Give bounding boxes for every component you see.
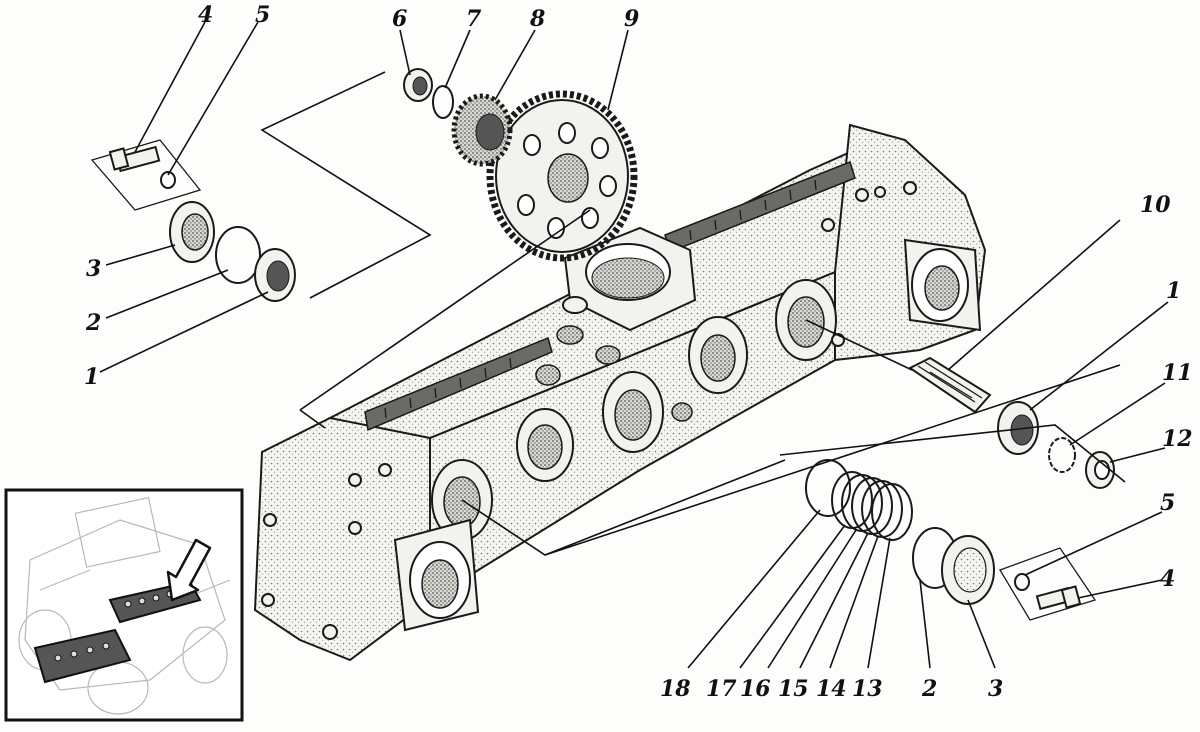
callout-1-right: 1 [1166, 278, 1181, 304]
callout-3-left: 3 [86, 256, 101, 282]
callout-8: 8 [529, 6, 545, 32]
callout-16: 16 [740, 676, 771, 702]
callout-5-right: 5 [1160, 490, 1175, 516]
callout-17: 17 [706, 676, 737, 702]
bearing-6 [403, 68, 433, 102]
gear-8-small [451, 93, 513, 167]
callout-3-bottom: 3 [988, 676, 1003, 702]
callout-11: 11 [1162, 360, 1193, 386]
callout-15: 15 [778, 676, 809, 702]
callout-5-top: 5 [255, 2, 270, 28]
callout-14: 14 [816, 676, 847, 702]
right-shaft-group [908, 356, 1115, 489]
callout-9: 9 [624, 6, 639, 32]
callout-18: 18 [660, 676, 691, 702]
callout-7: 7 [466, 6, 482, 32]
callout-2-bottom: 2 [921, 676, 937, 702]
callout-4-top: 4 [198, 2, 213, 28]
callout-12: 12 [1162, 426, 1193, 452]
assembly-guide-lines [260, 71, 1126, 556]
vehicle-locator-inset [4, 488, 244, 722]
seal-ring-group [805, 459, 1097, 621]
gear-9-large [486, 90, 638, 262]
callout-1-left: 1 [84, 364, 99, 390]
locator-arrow-icon [166, 538, 212, 602]
callout-13: 13 [852, 676, 883, 702]
callout-6: 6 [392, 6, 407, 32]
gearbox-housing [253, 123, 987, 662]
callout-leaders [99, 21, 1169, 669]
snap-ring-7 [432, 85, 454, 119]
callout-4-right: 4 [1160, 566, 1175, 592]
callout-2-left: 2 [85, 310, 101, 336]
callout-10: 10 [1140, 192, 1171, 218]
callout-labels: 4 5 3 2 1 6 7 8 9 10 1 11 12 5 4 18 17 1… [84, 2, 1193, 702]
left-parts-group [90, 139, 296, 302]
